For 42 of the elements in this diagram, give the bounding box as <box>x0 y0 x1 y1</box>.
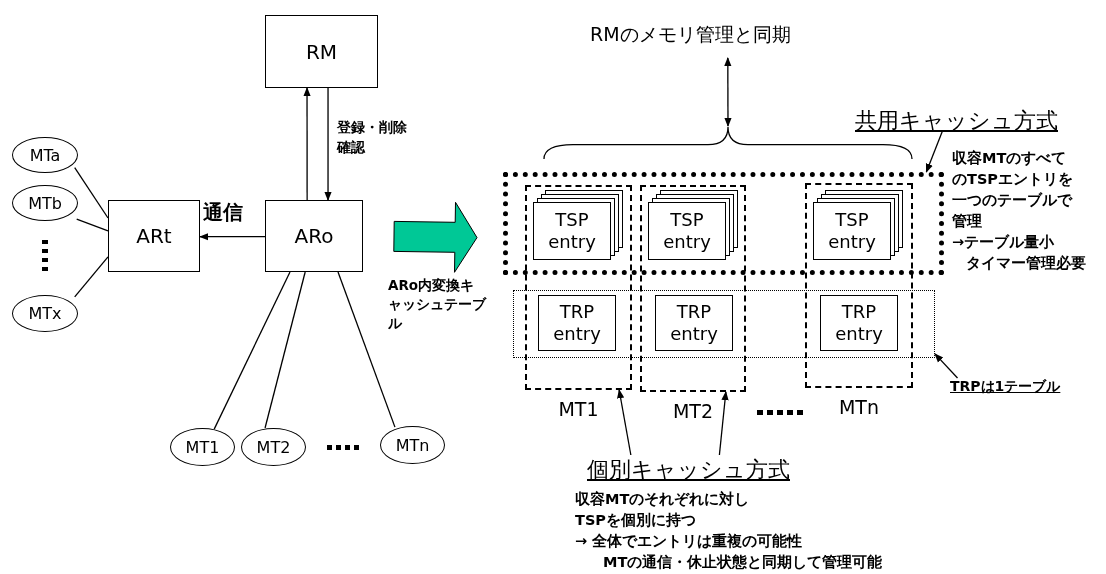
connector-line <box>76 218 109 232</box>
description-text: → 全体でエントリは重複の可能性 <box>575 532 803 551</box>
connector-line <box>74 256 109 298</box>
entry-box: TRP entry <box>655 295 733 351</box>
column-label: MT2 <box>671 400 715 422</box>
entry-box: TRP entry <box>538 295 616 351</box>
arrow <box>303 87 311 201</box>
description-text: →テーブル量小 <box>952 233 1055 252</box>
description-text: タイマー管理必要 <box>965 254 1086 273</box>
section-heading: 個別キャッシュ方式 <box>587 456 790 484</box>
leader-line <box>925 131 943 173</box>
process-box: ARo <box>265 200 363 272</box>
column-label: MT1 <box>557 398 600 420</box>
arrow <box>199 233 266 241</box>
connector-line <box>213 271 291 430</box>
description-text: 収容MTのそれぞれに対しTSPを個別に持つ <box>575 490 750 530</box>
arrow <box>324 87 332 201</box>
terminal-ellipse: MTx <box>12 295 78 332</box>
callout-text: TRPは1テーブル <box>950 378 1100 400</box>
block-arrow <box>393 201 478 273</box>
section-heading: 共用キャッシュ方式 <box>855 107 1058 135</box>
process-box: RM <box>265 15 378 88</box>
dotted-region <box>513 290 935 358</box>
connector-line <box>74 166 109 219</box>
terminal-ellipse: MTn <box>380 426 445 464</box>
terminal-ellipse: MTa <box>12 137 78 173</box>
note-text: ARo内変換キャッシュテーブル <box>388 276 486 333</box>
entry-box: TRP entry <box>820 295 898 351</box>
description-text: 収容MTのすべてのTSPエントリを一つのテーブルで管理 <box>952 149 1074 231</box>
terminal-ellipse: MT2 <box>241 428 306 466</box>
leader-line <box>718 391 729 456</box>
terminal-ellipse: MTb <box>12 185 78 221</box>
leader-line <box>617 389 632 456</box>
connector-line <box>337 271 396 428</box>
arrow <box>724 57 732 127</box>
column-label: MTn <box>837 396 880 418</box>
process-box: ARt <box>108 200 200 272</box>
description-text: MTの通信・休止状態と同期して管理可能 <box>603 553 883 572</box>
leader-line <box>934 353 959 379</box>
terminal-ellipse: MT1 <box>170 428 235 466</box>
connector-line <box>264 271 306 429</box>
heading-text: RMのメモリ管理と同期 <box>590 22 850 52</box>
